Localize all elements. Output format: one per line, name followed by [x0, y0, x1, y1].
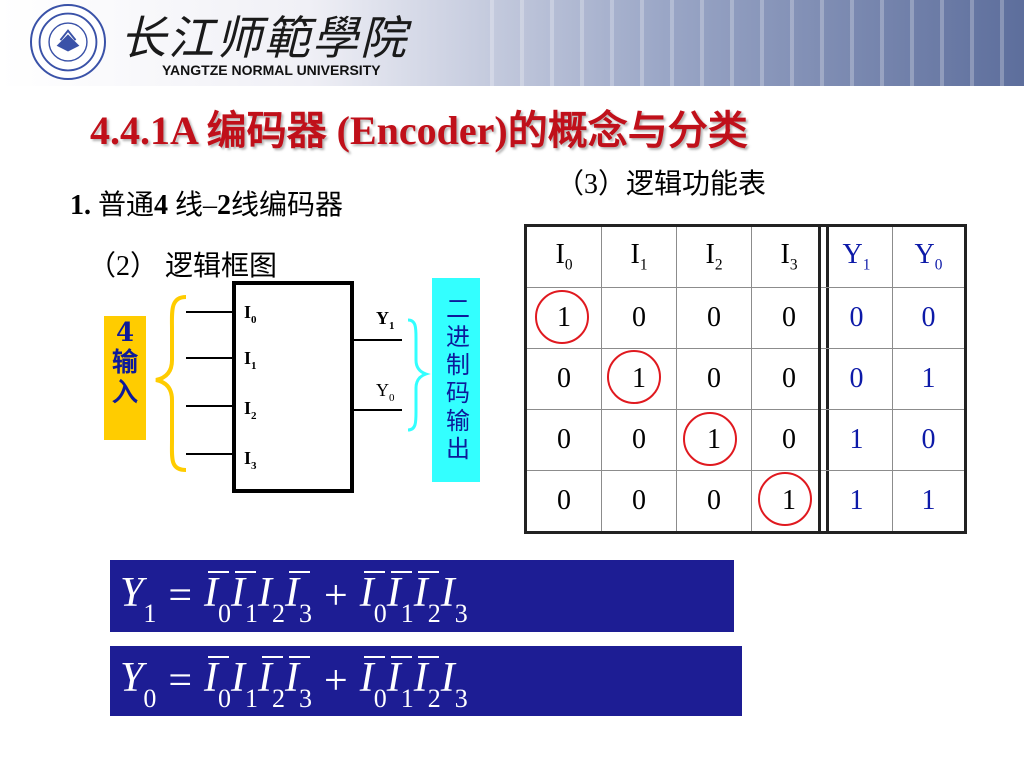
output-brace	[407, 318, 431, 432]
highlight-circle-row-3	[683, 412, 737, 466]
section-1-text-a: 普通	[98, 190, 155, 221]
table-header-row: I0 I1 I2 I3	[525, 225, 828, 288]
pin-i3: I3	[244, 448, 257, 472]
equation-variable: I1	[231, 655, 259, 713]
table-cell: 0	[525, 348, 602, 410]
equation-variable: I0	[359, 655, 387, 713]
highlight-circle-row-4	[758, 472, 812, 526]
table-cell: 0	[751, 409, 828, 471]
truth-table-inputs: I0 I1 I2 I3 1 0 0 0 0 1 0 0 0 0 1 0 0 0 …	[524, 224, 829, 534]
input-label-line: 4	[115, 318, 135, 348]
table-cell: 0	[601, 409, 677, 471]
table-cell: 0	[601, 287, 677, 349]
table-cell: 1	[892, 348, 966, 410]
university-name-en: YANGTZE NORMAL UNIVERSITY	[162, 62, 381, 78]
table-cell: 0	[751, 287, 828, 349]
equation-variable: I0	[359, 570, 387, 628]
equation-variable: I0	[204, 655, 232, 713]
equation-variable: I2	[413, 570, 441, 628]
table-row: 1 1	[819, 470, 966, 533]
table-row: 0 0 0 1	[525, 470, 828, 533]
encoder-box	[232, 281, 354, 493]
table-cell: 0	[892, 409, 966, 471]
equation-variable: I3	[440, 570, 468, 628]
input-label-line: 入	[111, 378, 138, 408]
output-label: 二进制码输出	[432, 278, 480, 482]
equals-sign: =	[168, 658, 193, 704]
university-logo	[30, 4, 106, 80]
table-cell: 1	[892, 470, 966, 533]
section-2-heading: （2） 逻辑框图	[88, 251, 278, 282]
equation-variable: I2	[258, 655, 286, 713]
highlight-circle-row-2	[607, 350, 661, 404]
section-3-heading: （3）逻辑功能表	[556, 169, 767, 200]
university-name-cn: 长江师範學院	[120, 11, 408, 65]
pin-i0: I0	[244, 302, 257, 326]
header-i2: I2	[676, 225, 752, 288]
input-label-line: 输	[111, 348, 138, 378]
page-title: 4.4.1A 编码器 (Encoder)的概念与分类	[90, 108, 748, 153]
table-row: 0 0	[819, 287, 966, 349]
header-y0: Y0	[892, 225, 966, 288]
equation-lhs: Y0	[120, 655, 157, 713]
table-cell: 1	[819, 409, 893, 471]
header-i3: I3	[751, 225, 828, 288]
table-cell: 0	[601, 470, 677, 533]
table-cell: 0	[819, 348, 893, 410]
table-cell: 0	[676, 348, 752, 410]
pin-y1: Y1	[376, 308, 395, 332]
equation-variable: I3	[285, 570, 313, 628]
equation-lhs: Y1	[120, 570, 157, 628]
equation-variable: I2	[413, 655, 441, 713]
plus-sign: +	[324, 573, 348, 619]
input-brace	[155, 295, 187, 472]
equation-variable: I2	[258, 570, 286, 628]
header-i1: I1	[601, 225, 677, 288]
equation-variable: I3	[285, 655, 313, 713]
table-row: 1 0	[819, 409, 966, 471]
table-header-row: Y1 Y0	[819, 225, 966, 288]
table-cell: 0	[525, 409, 602, 471]
table-cell: 0	[676, 287, 752, 349]
plus-sign: +	[324, 658, 348, 704]
pin-i2: I2	[244, 398, 257, 422]
header-i0: I0	[525, 225, 602, 288]
equation-variable: I0	[204, 570, 232, 628]
section-1-heading: 1. 普通4 线–2线编码器	[70, 183, 343, 223]
table-cell: 1	[819, 470, 893, 533]
pin-y0: Y0	[376, 380, 395, 404]
section-1-bold-4: 4	[154, 190, 169, 221]
header-stripes	[464, 0, 1024, 86]
header-band	[0, 0, 1024, 86]
table-cell: 0	[525, 470, 602, 533]
table-row: 0 1 0 0	[525, 348, 828, 410]
pin-i1: I1	[244, 348, 257, 372]
equation-variable: I3	[440, 655, 468, 713]
table-cell: 0	[676, 470, 752, 533]
table-cell: 0	[751, 348, 828, 410]
table-cell: 0	[819, 287, 893, 349]
highlight-circle-row-1	[535, 290, 589, 344]
truth-table-outputs: Y1 Y0 0 0 0 1 1 0 1 1	[818, 224, 967, 534]
section-1-text-c: 线编码器	[231, 190, 344, 221]
table-row: 0 0 1 0	[525, 409, 828, 471]
section-1-bold-2: 2	[217, 190, 232, 221]
section-1-number: 1.	[70, 190, 91, 221]
header-y1: Y1	[819, 225, 893, 288]
equals-sign: =	[168, 573, 193, 619]
table-row: 0 1	[819, 348, 966, 410]
section-1-text-b: 线–	[168, 190, 218, 221]
equation-variable: I1	[231, 570, 259, 628]
equation-variable: I1	[386, 655, 414, 713]
table-cell: 0	[892, 287, 966, 349]
equation-variable: I1	[386, 570, 414, 628]
